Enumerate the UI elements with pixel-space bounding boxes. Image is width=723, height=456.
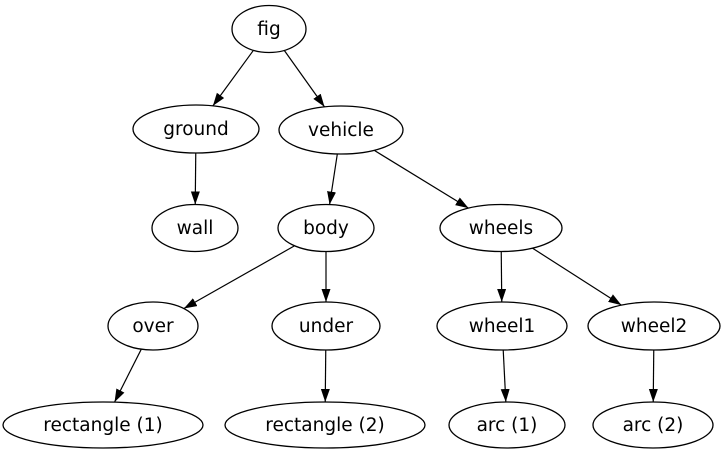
node-label-ground: ground [163,119,228,140]
node-ellipse-arc1 [448,401,566,449]
node-wheels: wheels [439,203,563,253]
node-under: under [271,301,381,351]
node-ellipse-body [277,203,375,253]
node-wall: wall [151,203,239,253]
edge-under-rectangle2 [320,349,330,403]
node-fig: fig [231,4,307,54]
node-label-wheels: wheels [469,218,533,239]
edge-vehicle-wheels [373,149,469,209]
node-label-wheel2: wheel2 [621,316,688,337]
node-label-wall: wall [177,218,214,239]
node-wheel1: wheel1 [436,301,568,351]
node-label-wheel1: wheel1 [469,316,536,337]
node-ellipse-wheels [439,203,563,253]
node-over: over [107,301,199,351]
node-ellipse-fig [231,4,307,54]
edge-wheel2-arc2 [648,349,658,403]
node-label-arc2: arc (2) [623,415,684,436]
node-wheel2: wheel2 [587,301,721,351]
edge-over-rectangle1 [114,348,142,403]
edge-vehicle-body [327,153,338,205]
node-rectangle2: rectangle (2) [224,401,426,449]
edge-fig-ground [212,49,254,107]
node-vehicle: vehicle [278,105,404,155]
node-ground: ground [132,104,260,154]
node-ellipse-rectangle2 [224,401,426,449]
node-ellipse-over [107,301,199,351]
node-arc2: arc (2) [592,401,714,449]
node-rectangle1: rectangle (1) [2,401,204,449]
node-ellipse-rectangle1 [2,401,204,449]
node-ellipse-wheel2 [587,301,721,351]
node-ellipse-wheel1 [436,301,568,351]
edge-wheel1-arc1 [500,349,510,403]
node-ellipse-ground [132,104,260,154]
edge-body-over [183,245,295,310]
node-ellipse-arc2 [592,401,714,449]
node-label-vehicle: vehicle [308,120,374,141]
edge-wheels-wheel2 [532,247,622,306]
node-ellipse-wall [151,203,239,253]
node-label-rectangle2: rectangle (2) [265,415,384,436]
node-label-arc1: arc (1) [477,415,538,436]
node-ellipse-vehicle [278,105,404,155]
node-label-body: body [303,218,349,239]
node-label-over: over [132,316,174,337]
node-body: body [277,203,375,253]
edge-fig-vehicle [283,50,325,108]
edge-wheels-wheel1 [497,251,507,303]
node-label-under: under [299,316,354,337]
node-arc1: arc (1) [448,401,566,449]
node-label-fig: fig [257,19,280,40]
edge-ground-wall [190,152,200,205]
node-ellipse-under [271,301,381,351]
node-label-rectangle1: rectangle (1) [43,415,162,436]
